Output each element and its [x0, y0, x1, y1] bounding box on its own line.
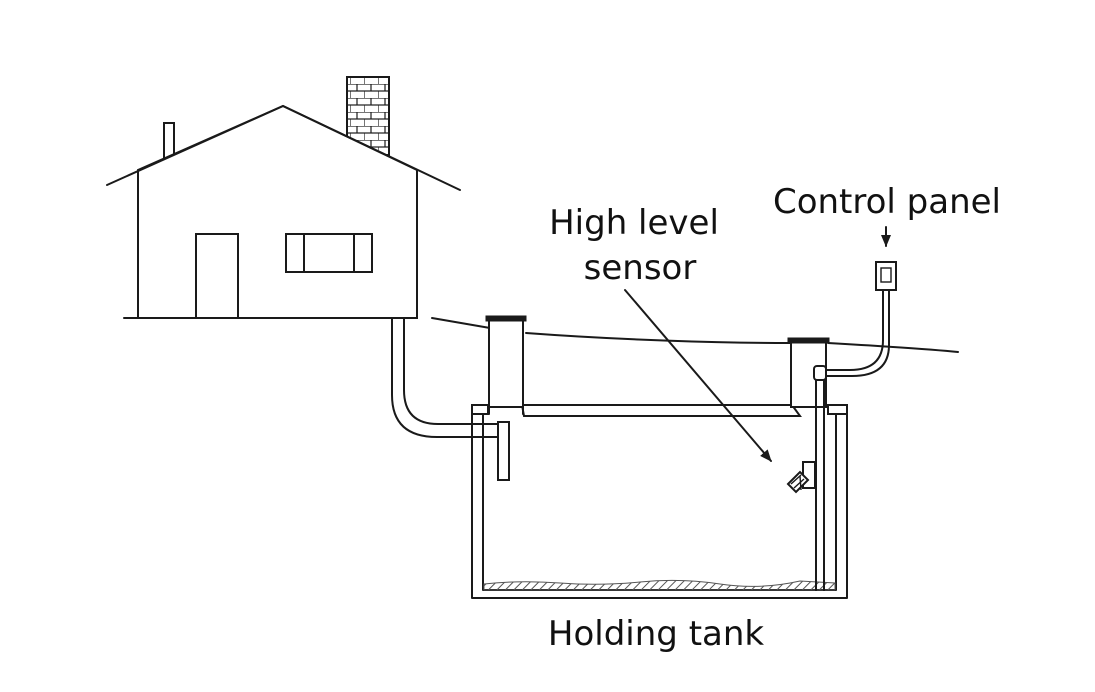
door [195, 233, 239, 319]
inlet-riser [485, 315, 527, 415]
house [106, 76, 461, 319]
control-panel [875, 261, 897, 346]
holding-tank-label: Holding tank [548, 614, 764, 654]
ground-line [123, 317, 959, 353]
vent-stack [163, 122, 175, 159]
high-level-sensor-label-line1: High level [549, 203, 719, 243]
window [285, 233, 373, 273]
roof [106, 105, 461, 191]
float-switch-icon [786, 461, 816, 494]
holding-tank [471, 404, 848, 599]
high-level-sensor-label-line2: sensor [584, 248, 697, 288]
control-panel-label: Control panel [773, 182, 1001, 222]
inlet-pipe [391, 317, 510, 481]
sensor-conduit [813, 339, 890, 591]
sludge-layer [483, 579, 836, 591]
high-level-sensor-arrow [624, 289, 772, 462]
